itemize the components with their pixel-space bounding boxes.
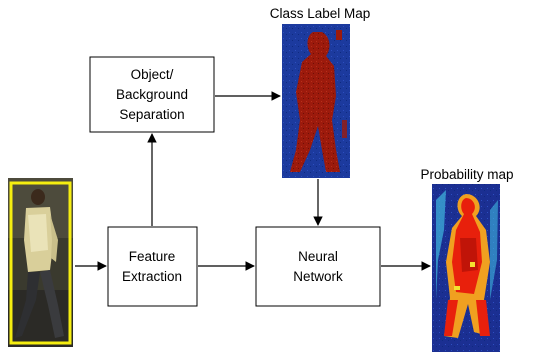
node-neural-network: Neural Network xyxy=(255,226,381,307)
node-feature-line-2: Extraction xyxy=(122,269,182,284)
node-separation-line-1: Object/ xyxy=(131,67,174,82)
node-separation: Object/ Background Separation xyxy=(89,56,215,133)
probability-map-image xyxy=(432,184,500,352)
input-pedestrian-image xyxy=(8,178,73,347)
node-neural-line-1: Neural xyxy=(298,249,338,264)
node-separation-line-3: Separation xyxy=(119,107,184,122)
node-neural-line-2: Network xyxy=(293,269,343,284)
class-label-map-image xyxy=(282,24,350,178)
node-feature-line-1: Feature xyxy=(129,249,176,264)
node-feature-extraction: Feature Extraction xyxy=(107,226,198,307)
node-separation-line-2: Background xyxy=(116,87,188,102)
bounding-box-frame xyxy=(9,181,72,345)
probability-map-caption: Probability map xyxy=(420,167,513,182)
class-label-map-caption: Class Label Map xyxy=(270,6,371,21)
